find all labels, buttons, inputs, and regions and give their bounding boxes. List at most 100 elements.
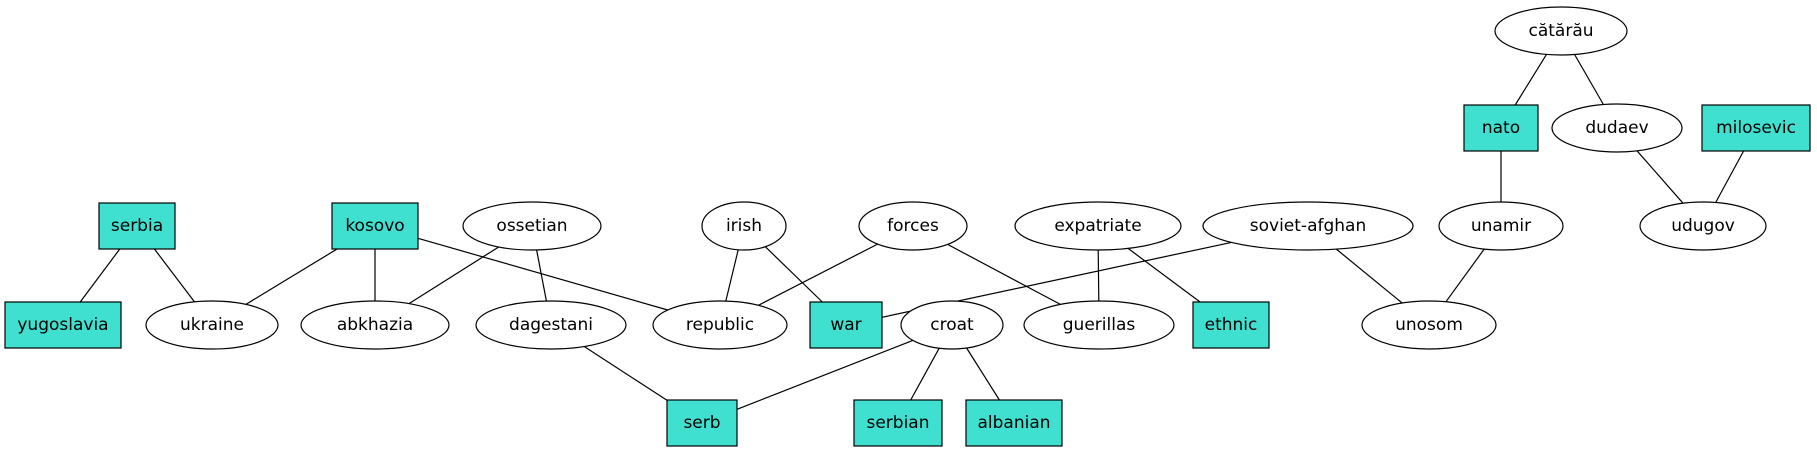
edge-forces-republic: [758, 243, 878, 306]
edge-irish-republic: [725, 249, 739, 302]
node-guerillas: guerillas: [1023, 300, 1175, 350]
node-catarau: cătărău: [1494, 6, 1628, 56]
node-label: yugoslavia: [17, 315, 108, 335]
node-label: irish: [726, 216, 762, 236]
edge-expatriate-guerillas: [1097, 249, 1100, 302]
node-udugov: udugov: [1639, 201, 1767, 251]
node-ellipse: [1014, 201, 1182, 251]
node-republic: republic: [652, 300, 788, 350]
node-label: unamir: [1471, 216, 1531, 236]
node-label: albanian: [977, 413, 1050, 433]
node-ellipse: [1494, 6, 1628, 56]
edge-serbia-ukraine: [153, 248, 195, 303]
edge-milosevic-udugov: [1715, 150, 1745, 203]
node-box: [1463, 104, 1539, 152]
edge-kosovo-republic: [417, 237, 668, 311]
node-label: nato: [1482, 118, 1520, 138]
node-box: [666, 399, 738, 447]
node-label: war: [830, 315, 861, 335]
node-ellipse: [475, 300, 627, 350]
node-ellipse: [652, 300, 788, 350]
edge-serbia-yugoslavia: [79, 248, 121, 303]
node-label: milosevic: [1716, 118, 1796, 138]
node-milosevic: milosevic: [1701, 104, 1811, 152]
node-albanian: albanian: [965, 399, 1063, 447]
edge-croat-serbian: [910, 347, 940, 401]
node-label: serbian: [866, 413, 929, 433]
nodes-layer: cătărău nato dudaev milosevic serbia kosovo os…: [4, 6, 1811, 447]
node-serb: serb: [666, 399, 738, 447]
node-forces: forces: [858, 201, 968, 251]
edge-catarau-nato: [1514, 54, 1548, 106]
node-ellipse: [300, 300, 450, 350]
node-ossetian: ossetian: [462, 201, 602, 251]
node-box: [331, 202, 419, 250]
node-serbia: serbia: [98, 202, 176, 250]
node-serbian: serbian: [853, 399, 943, 447]
node-dudaev: dudaev: [1551, 103, 1683, 153]
node-ellipse: [462, 201, 602, 251]
node-ukraine: ukraine: [145, 300, 279, 350]
edge-soviet_afghan-unosom: [1335, 248, 1403, 304]
node-ellipse: [1023, 300, 1175, 350]
node-label: croat: [930, 315, 974, 335]
node-box: [98, 202, 176, 250]
node-unamir: unamir: [1438, 201, 1564, 251]
node-nato: nato: [1463, 104, 1539, 152]
node-label: dagestani: [509, 315, 593, 335]
node-ellipse: [1551, 103, 1683, 153]
node-label: soviet-afghan: [1250, 216, 1366, 236]
node-label: unosom: [1395, 315, 1463, 335]
edge-unamir-unosom: [1445, 248, 1485, 303]
node-box: [965, 399, 1063, 447]
node-label: abkhazia: [337, 315, 413, 335]
node-box: [809, 301, 883, 349]
node-abkhazia: abkhazia: [300, 300, 450, 350]
node-label: serb: [683, 413, 720, 433]
node-box: [1701, 104, 1811, 152]
edge-expatriate-ethnic: [1127, 247, 1201, 303]
edge-catarau-dudaev: [1574, 54, 1604, 105]
edges-layer: [79, 54, 1745, 410]
node-box: [4, 301, 122, 349]
node-war: war: [809, 301, 883, 349]
node-ethnic: ethnic: [1192, 301, 1270, 349]
edge-irish-war: [764, 246, 823, 303]
edge-kosovo-ukraine: [245, 248, 338, 305]
node-ellipse: [701, 201, 787, 251]
node-unosom: unosom: [1361, 300, 1497, 350]
edge-ossetian-abkhazia: [408, 246, 500, 305]
edge-ossetian-dagestani: [536, 249, 547, 302]
node-irish: irish: [701, 201, 787, 251]
edge-croat-albanian: [966, 347, 1000, 401]
node-dagestani: dagestani: [475, 300, 627, 350]
node-label: kosovo: [345, 216, 404, 236]
node-ellipse: [858, 201, 968, 251]
node-soviet_afghan: soviet-afghan: [1202, 201, 1414, 251]
node-label: republic: [686, 315, 754, 335]
node-label: serbia: [111, 216, 163, 236]
node-label: udugov: [1671, 216, 1735, 236]
node-box: [1192, 301, 1270, 349]
node-box: [853, 399, 943, 447]
node-ellipse: [1438, 201, 1564, 251]
node-ellipse: [1639, 201, 1767, 251]
node-ellipse: [1361, 300, 1497, 350]
node-croat: croat: [900, 300, 1004, 350]
node-ellipse: [1202, 201, 1414, 251]
edge-croat-serb: [736, 339, 914, 410]
edge-dagestani-serb: [583, 345, 668, 401]
node-label: ukraine: [180, 315, 244, 335]
node-ellipse: [900, 300, 1004, 350]
edge-dudaev-udugov: [1636, 150, 1684, 204]
node-label: ethnic: [1205, 315, 1258, 335]
node-expatriate: expatriate: [1014, 201, 1182, 251]
node-kosovo: kosovo: [331, 202, 419, 250]
node-label: expatriate: [1054, 216, 1141, 236]
node-yugoslavia: yugoslavia: [4, 301, 122, 349]
node-label: forces: [887, 216, 939, 236]
node-label: ossetian: [496, 216, 567, 236]
node-ellipse: [145, 300, 279, 350]
node-label: guerillas: [1063, 315, 1136, 335]
